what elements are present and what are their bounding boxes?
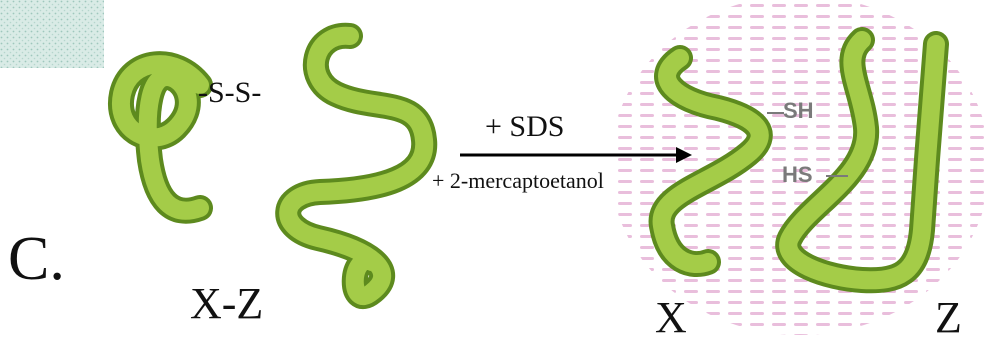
complex-label: X-Z: [190, 282, 263, 326]
product-label-z: Z: [935, 296, 962, 340]
corner-tile: [0, 0, 104, 68]
left-chain-z: [288, 36, 424, 296]
panel-label: C.: [8, 228, 65, 290]
reagent-mercaptoethanol-label: + 2-mercaptoetanol: [432, 170, 604, 192]
product-label-x: X: [655, 296, 687, 340]
disulfide-bond-label: -S-S-: [198, 78, 261, 108]
thiol-label-sh: SH: [783, 100, 814, 122]
reagent-sds-label: + SDS: [485, 112, 564, 142]
left-chain-x: [121, 64, 200, 211]
thiol-label-hs: HS: [782, 164, 813, 186]
